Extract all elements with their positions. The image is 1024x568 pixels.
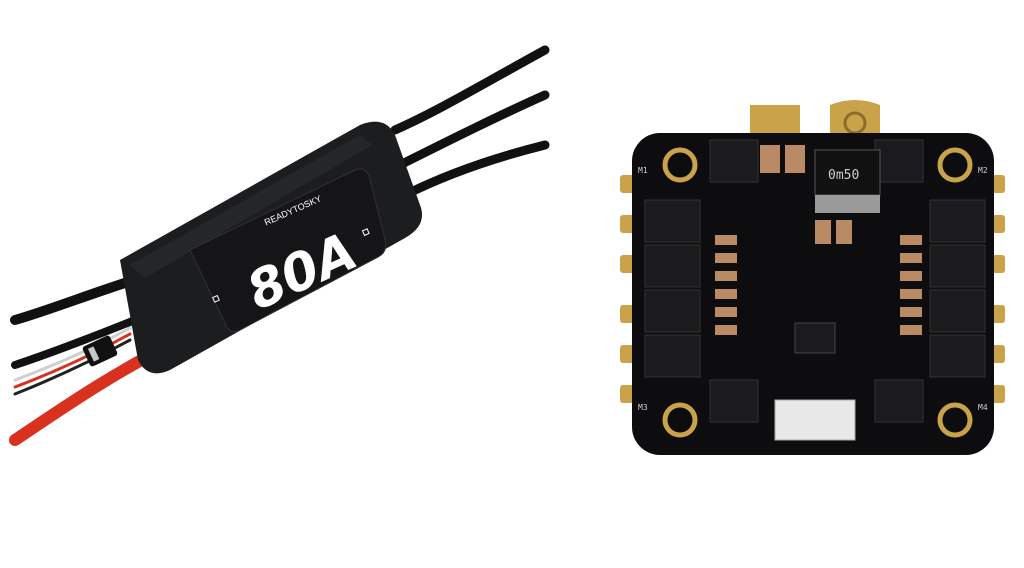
shunt-body: [815, 195, 880, 213]
signal-connector: [774, 399, 856, 441]
pcb: [632, 133, 994, 455]
esc-photo: READYTOSKY 80A Brushless speed controlle…: [9, 45, 550, 446]
pad-label-m1: M1: [638, 166, 648, 175]
pad-label-m3: M3: [638, 403, 648, 412]
shunt-resistor: [814, 149, 881, 196]
esc-marks-text: CE RoHS: [356, 287, 387, 306]
mcu-chip: [794, 322, 836, 354]
esc-body: [120, 121, 423, 374]
esc-board-photo: 0m50 M1 M2 M3 M4: [620, 100, 1005, 455]
label-corner-mark: [361, 228, 370, 237]
pad-label-m2: M2: [978, 166, 988, 175]
mosfets: [644, 139, 986, 423]
shunt-label-text: 0m50: [828, 168, 859, 183]
pad-label-m4: M4: [978, 403, 988, 412]
mounting-holes: [662, 147, 973, 438]
capacitors: [715, 145, 922, 335]
servo-connector: [82, 335, 118, 367]
label-corner-mark: [212, 294, 220, 303]
power-tabs: [750, 100, 880, 135]
motor-wires: [390, 45, 550, 200]
